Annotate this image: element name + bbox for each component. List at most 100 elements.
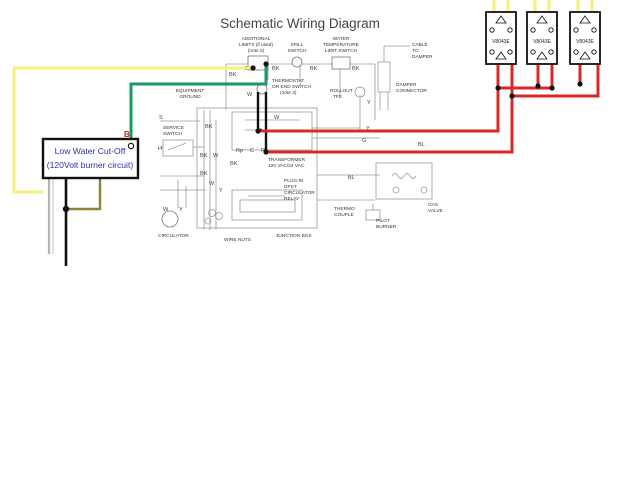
junction-box-label: JUNCTION BOX [276,233,313,239]
cable-to-damper-label-1: CABLE [412,42,428,48]
spill-switch-label-1: SPILL [290,42,303,48]
zone-valve-terminal-1-4 [507,49,513,55]
zone-valve-terminal-2-1 [530,27,536,33]
zone-valve-terminal-3-1 [573,27,579,33]
zone-valve-terminal-2-3 [530,49,536,55]
lwco-subtitle: (120Volt burner circuit) [47,160,134,170]
transformer-label-2: 120 VAC/24 VAC [268,163,305,169]
zone-valve-terminal-1-3 [489,49,495,55]
warning-icon-top-2 [536,15,548,24]
additional-limits-label-1: ADDITIONAL [242,36,271,42]
wire-letters: BK BK BK BK W W Y Y G BL BL BK BK BK W W… [158,66,425,213]
junction-dot-lwco [62,205,70,213]
junction-dot-zone-1 [495,85,501,91]
transformer-label-1: TRANSFORMER [268,157,306,163]
rollout-label-1: ROLLOUT [330,88,353,94]
thermostat-label-1: THERMOSTAT [272,78,304,84]
zone-valve-label-3: V8043E [576,39,594,45]
wire-letter-c-1: C [250,148,254,154]
zone-valve-1: V8043E [485,0,517,65]
low-water-cutoff: Low Water Cut-Off (120Volt burner circui… [41,130,140,180]
relay-label-1: PLUG-IN [284,178,304,184]
wire-letter-w-1: W [247,92,253,98]
zone-valve-terminal-3-4 [591,49,597,55]
relay-label-4: RELAY [284,196,300,202]
junction-dot-limits-right [263,61,269,67]
thermocouple-label-2: COUPLE [334,212,354,218]
zone-valve-label-2: V8043E [533,39,551,45]
thermostat-label-2: OR END SWITCH [272,84,311,90]
wire-letter-bk-5: BK [205,124,213,130]
junction-dot-transformer-1 [255,128,261,134]
green-wire-lwco-limits [129,64,268,148]
wire-letter-bl-1: BL [418,142,425,148]
red-wire-bus-upper [498,64,554,90]
wire-letter-w-4: W [209,181,215,187]
zone-valve-terminal-3-3 [573,49,579,55]
pilot-burner-label-2: BURNER [376,224,397,230]
water-temp-label-3: LIMIT SWITCH [325,48,358,54]
water-temp-label-2: TEMPERATURE [323,42,359,48]
yellow-wire-lwco-loop [12,66,250,194]
cable-to-damper-label-2: TO [412,48,419,54]
component-labels: ADDITIONAL LIMITS (if used) (note 5) SPI… [158,36,443,243]
wire-letter-rp: Rp [236,148,243,154]
wire-letter-y-4: Y [179,207,183,213]
wire-letter-bk-3: BK [310,66,318,72]
junction-dot-zone-3 [535,83,541,89]
spill-switch-symbol [291,56,303,68]
relay-label-3: CIRCULATOR [284,190,315,196]
cable-to-damper-label-3: DAMPER [412,54,433,60]
wire-letter-bk-7: BK [200,171,208,177]
relay-label-2: DPST [284,184,297,190]
red-wire-zone-1 [258,88,500,133]
rollout-label-2: TFE [333,94,342,100]
warning-icon-bottom-1 [495,51,507,60]
zone-valve-body-2 [526,11,558,65]
warning-icon-top-1 [495,15,507,24]
zone-valve-terminal-2-2 [548,27,554,33]
olive-wire-lwco [66,174,102,211]
gas-valve-label-1: GAS [428,202,438,208]
zone-valve-terminal-1-2 [507,27,513,33]
wire-letter-w-2: W [274,115,280,121]
component-symbols [161,55,351,228]
zone-valve-body-3 [569,11,601,65]
zone-valve-label-1: V8043E [492,39,510,45]
wire-letter-w-3: W [213,153,219,159]
equipment-ground-label-1: EQUIPMENT [176,88,205,94]
damper-connector-label-2: CONNECTOR [396,88,427,94]
black-wire-thermostat [256,92,262,132]
service-switch-box [162,139,194,157]
zone-valve-terminal-1-1 [489,27,495,33]
service-switch-label-1: SERVICE [163,125,184,131]
pilot-burner-label-1: PILOT [376,218,390,224]
additional-limits-label-3: (note 5) [248,48,265,54]
wire-letter-g: G [362,138,366,144]
spill-switch-label-2: SWITCH [288,48,307,54]
warning-icon-bottom-2 [536,51,548,60]
junction-dot-zone-2 [509,93,515,99]
gas-valve-label-2: VALVE [428,208,443,214]
gas-valve-body [375,162,433,200]
zone-valve-body-1 [485,11,517,65]
lwco-terminal [127,142,135,150]
damper-connector-label-1: DAMPER [396,82,417,88]
junction-dot-limits-left [250,65,256,71]
equipment-ground-label-2: GROUND [179,94,201,100]
water-temp-switch-symbol [331,56,351,70]
wire-letter-s: S [159,115,163,121]
thermostat-label-3: (note 3) [280,90,297,96]
zone-valve-3: V8043E [569,0,601,65]
relay-box [231,189,303,221]
service-switch-label-2: SWITCH [163,131,182,137]
wire-letter-y-2: Y [366,126,370,132]
zone-valves: V8043E V8043E V8043E [485,0,601,65]
wire-letter-bk-6: BK [200,153,208,159]
additional-limits-label-2: LIMITS (if used) [239,42,274,48]
rollout-symbol [354,86,366,98]
wire-letter-bk-8: BK [230,161,238,167]
wire-junction-dots [62,61,583,213]
